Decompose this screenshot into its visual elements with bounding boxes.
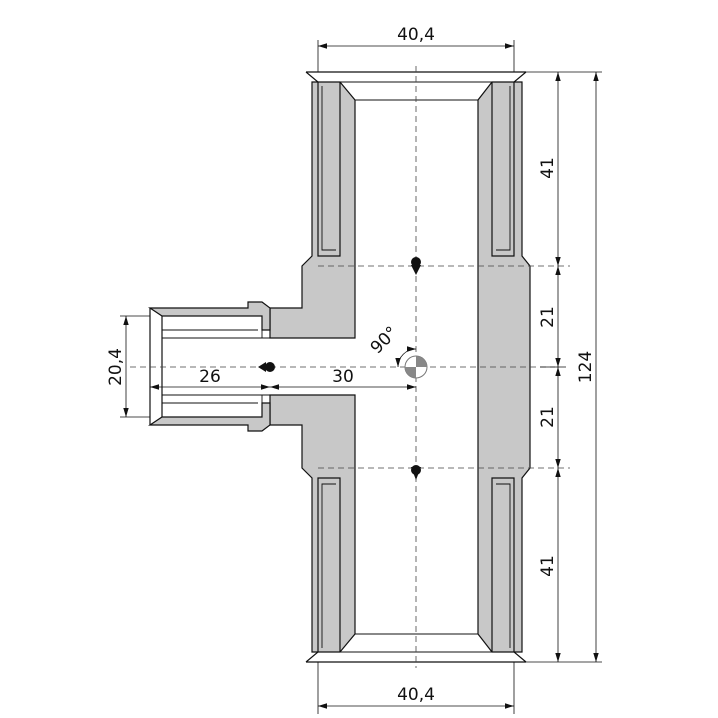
lower-socket-dim-label: 41 [538,555,558,577]
branch-diameter-dim-label: 20,4 [106,348,126,386]
lower-socket-left-inner [321,483,336,648]
lower-socket-right-inner [496,483,511,648]
branch-offset-dim-label: 30 [332,367,354,387]
upper-offset-dim-label: 21 [538,306,558,328]
upper-marker-icon [411,257,421,275]
right-extension-lines [526,71,602,663]
total-length-dim-label: 124 [576,351,596,383]
branch-socket-lower [148,402,271,432]
angle-arc [395,346,417,368]
lower-socket-right-rim [491,477,527,663]
branch-angle-label: 90° [367,323,402,358]
top-width-label: 40,4 [397,25,435,45]
branch-socket-inner-lower [162,394,270,404]
upper-socket-right-inner [496,86,511,251]
lower-marker-icon [411,465,421,480]
upper-socket-dim-label: 41 [538,157,558,179]
bottom-width-label: 40,4 [397,685,435,705]
upper-socket-left-rim [305,71,341,257]
left-wall-lower [269,394,356,653]
branch-socket-outline [149,308,163,425]
branch-socket-dim-label: 26 [199,367,221,387]
lower-offset-dim-label: 21 [538,406,558,428]
left-wall-upper [269,81,356,339]
center-target-icon [404,355,428,379]
branch [148,301,271,432]
branch-marker-icon [258,362,275,372]
upper-socket-left-inner [321,86,336,251]
branch-socket-upper [148,301,271,331]
upper-socket-right-rim [491,71,527,257]
branch-socket-inner-upper [162,329,270,339]
lower-socket-left-rim [305,477,341,663]
dimensions: 40,4 40,4 41 21 21 41 124 20,4 26 30 90° [106,25,602,714]
